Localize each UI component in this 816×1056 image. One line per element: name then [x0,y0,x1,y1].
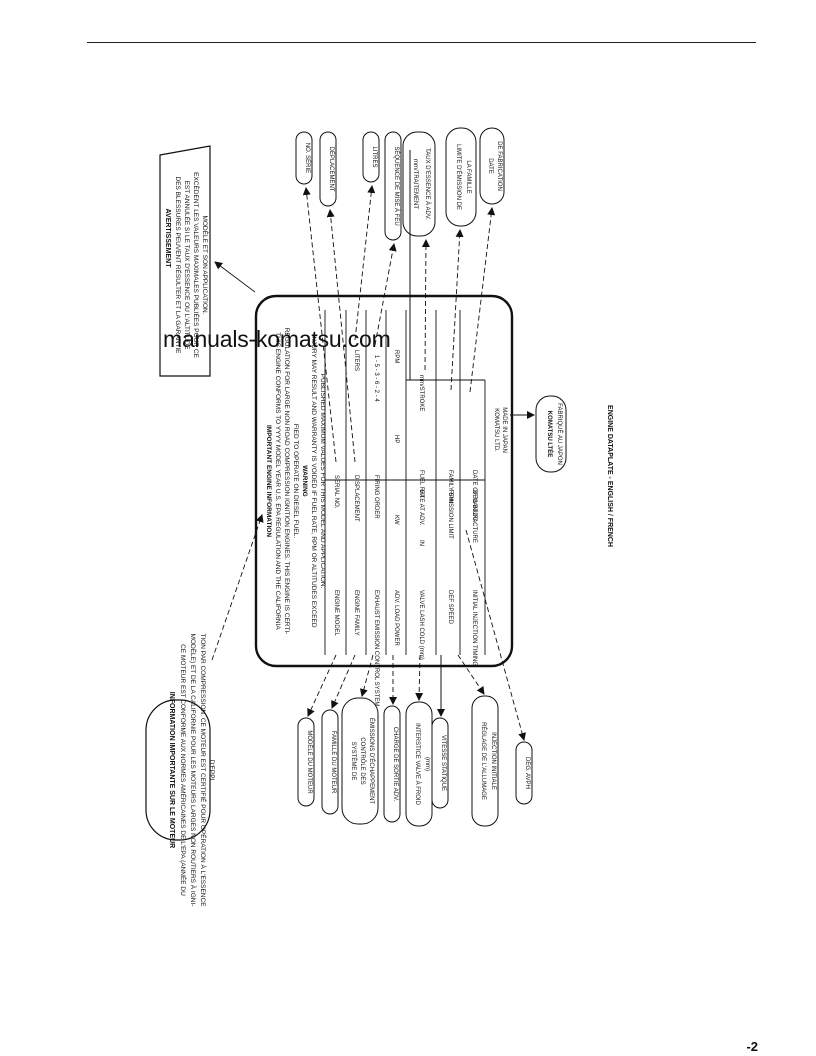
plate-table: ENGINE MODEL SERIAL NO. ENGINE FAMILY DI… [333,350,507,706]
fabrique-japon: FABRIQUÉ AU JAPON [556,403,563,465]
cell-in: IN [418,540,424,546]
figure-caption: ENGINE DATAPLATE - ENGLISH / FRENCH [606,405,613,547]
callout-modele: MODÈLE DU MOTEUR [306,730,313,794]
cell-def-rpm: RPM [447,490,453,503]
page-number: -2 [746,1039,758,1054]
cell-deg-btdc: DEG BTDC [471,490,477,522]
callout-no-serie: NO. SÉRIE [304,143,311,173]
cell-family-limit: FAMILY EMISSION LIMIT [447,470,453,539]
warn-line-3: EXCÈDENT LES VALEURS MAXIMALES PUBLIÉES … [192,172,201,358]
info-callout [145,699,211,841]
callout-date: DATE [487,158,493,174]
plate-warning-1: INJURY MAY RESULT AND WARRANTY IS VOIDED… [310,334,317,627]
plate-line-2: REGULATION FOR LARGE NON ROAD COMPRESSIO… [283,328,290,635]
info-line-4: D'EPPI [208,760,215,781]
plate-title: IMPORTANT ENGINE INFORMATION [265,425,272,537]
cell-emission-system: EXHAUST EMISSION CONTROL SYSTEM [373,590,379,706]
plate-warning-title: WARNING [301,465,308,496]
callout-famille-moteur: FAMILLE DU MOTEUR [330,731,336,794]
bottom-callouts: MODÈLE DU MOTEUR FAMILLE DU MOTEUR SYSTÈ… [297,695,533,827]
callout-sequence: SÉQUENCE DE MISE À FEU [393,146,400,225]
callout-mm: (mm) [424,757,430,771]
bottom-leaders [307,529,526,741]
cell-fuel-rate: FUEL RATE AT ADV. [418,470,424,526]
cell-liters: LITERS [353,350,359,371]
top-leaders [302,185,496,463]
top-callouts: NO. SÉRIE DÉPLACEMENT LITRES SÉQUENCE DE… [295,127,505,241]
callout-vitesse: VITESSE STATIQUE [440,735,446,791]
cell-firing-order: FIRING ORDER [373,475,379,519]
plate-warning-2: PUBLISHED MAXIMUM VALUES FOR THIS MODEL … [319,374,326,589]
watermark: manuals-komatsu.com [163,326,391,352]
callout-interstice: INTERSTICE VALVE À FROID [414,723,421,805]
cell-engine-model: ENGINE MODEL [333,590,339,637]
header-rule [87,42,756,43]
cell-def-speed: DEF SPEED [447,590,453,625]
cell-displacement: DISPLACEMENT [353,475,359,522]
komatsu-callout [535,395,567,473]
callout-fabrication: DE FABRICATION [496,141,502,191]
callout-echappement: ÉMISSIONS D'ÉCHAPPEMENT [368,718,375,804]
warn-title: AVERTISSEMENT [164,209,171,269]
cell-valve-lash: VALVE LASH COLD (mm) [418,590,424,660]
plate-line-1: THIS ENGINE CONFORMS TO YYYY MODEL YEAR … [274,332,281,630]
callout-injection: INJECTION INITIALE [490,732,496,790]
info-line-1: CE MOTEUR EST CONFORME AUX NORMES AMÉRIC… [179,644,188,896]
callout-deplacement: DÉPLACEMENT [328,146,335,191]
warning-callout-box [159,145,211,377]
callout-litres: LITRES [371,146,377,167]
plate-header: IMPORTANT ENGINE INFORMATION THIS ENGINE… [265,328,326,635]
komatsu-ltee: KOMATSU LTÉE [546,411,554,457]
callout-controle: CONTRÔLE DES [359,737,366,784]
info-line-2: MODÈLE) ET DE LA CALIFORNIE POUR LES MOT… [189,634,198,907]
cell-adv-load: ADV. LOAD POWER [393,590,399,646]
callout-deg-avph: DEG. AVPH [524,757,530,789]
cell-ex: EX [418,490,424,498]
info-title: INFORMATION IMPORTANTE SUR LE MOTEUR [168,692,175,848]
callout-systeme: SYSTÈME DE [350,742,357,781]
callout-reglage: RÉGLAGE DE L'ALLUMAGE [480,722,487,800]
cell-engine-family: ENGINE FAMILY [353,590,359,636]
warn-line-2: EST ANNULÉE SI LE TAUX D'ESSENCE OU L'AL… [183,181,192,351]
cell-komatsu: KOMATSU LTD. [493,408,499,452]
cell-date-manufacture: DATE OF MANUFACTURE [471,470,477,543]
warn-line-4: MODÈLE ET SON APPLICATION. [201,215,210,314]
plate-table-grid [324,310,486,655]
callout-taux-essence: TAUX D'ESSENCE À ADV. [424,148,431,220]
cell-firing-sequence: 1 - 5 - 3 - 6 - 2 - 4 [373,355,379,402]
cell-kw: KW [393,515,399,525]
info-line-3: TION PAR COMPRESSION. CE MOTEUR EST CERT… [199,633,208,907]
callout-famille: LA FAMILLE [465,160,471,193]
warn-line-1: DES BLESSURES PEUVENT RÉSULTER ET LA GAR… [174,177,183,355]
callout-traitement: mm/TRAITEMENT [412,159,418,209]
cell-serial: SERIAL NO. [333,475,339,509]
cell-mm-stroke: mm/STROKE [418,375,424,411]
cell-made-japan: MADE IN JAPAN [501,407,507,453]
callout-limite: LIMITE D'ÉMISSION DE [455,144,462,210]
plate-line-3: FIED TO OPERATE ON DIESEL FUEL. [292,424,299,538]
cell-rpm: RPM [393,350,399,363]
cell-injection-timing: INITIAL INJECTION TIMING [471,590,477,666]
cell-hp: HP [393,435,399,443]
callout-charge: CHARGE DE SORTIE ADV. [392,727,398,802]
